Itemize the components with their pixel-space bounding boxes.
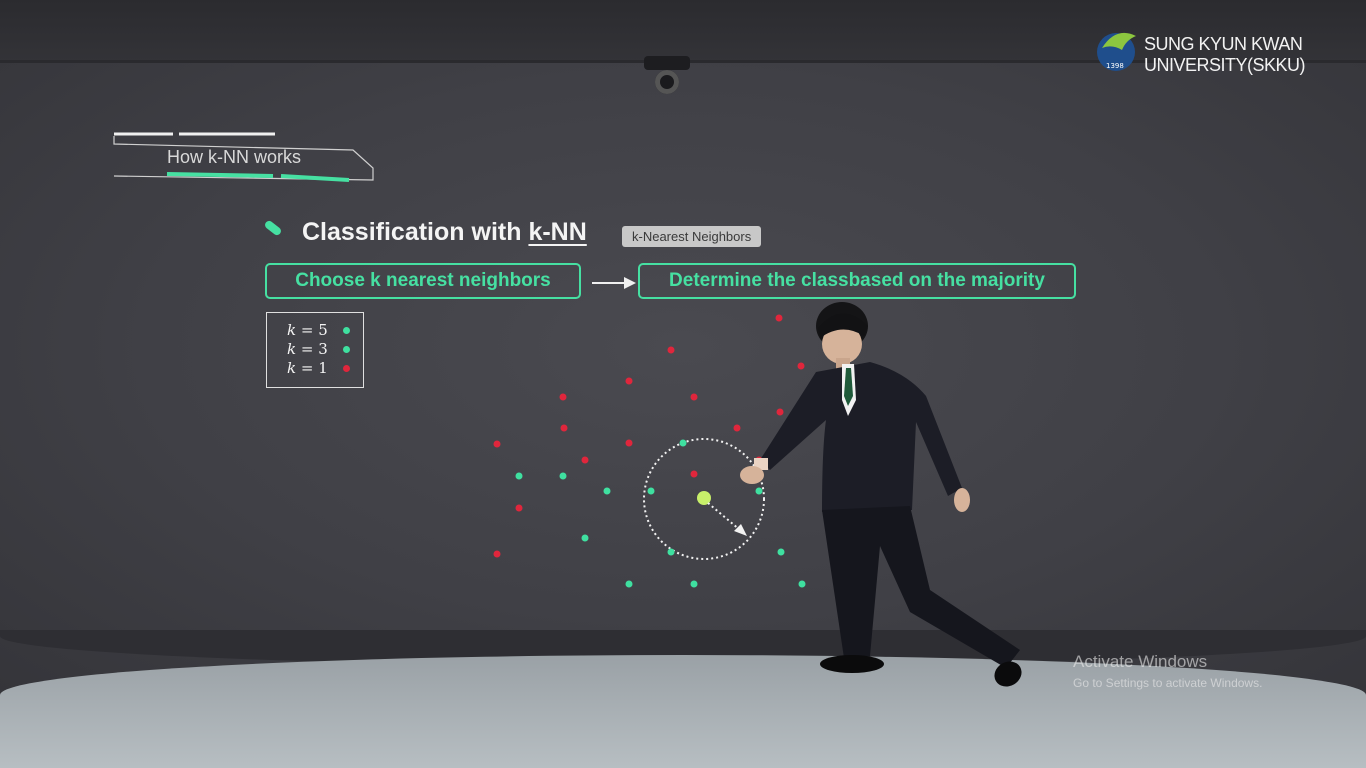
red-class-point — [667, 346, 675, 354]
heading-prefix: Classification with — [302, 218, 529, 246]
studio-floor — [0, 655, 1366, 768]
university-logo: 1398 SUNG KYUN KWAN UNIVERSITY(SKKU) — [1096, 26, 1336, 80]
red-class-point — [733, 424, 741, 432]
section-tab-label: How k-NN works — [167, 147, 302, 167]
radius-arrow-icon — [734, 524, 747, 536]
legend-class-dot — [343, 327, 350, 334]
ceiling-camera-icon — [640, 44, 694, 98]
red-class-point — [776, 408, 784, 416]
section-tab: How k-NN works — [113, 132, 375, 182]
red-class-point — [625, 377, 633, 385]
slide-heading: Classification with k-NN k-Nearest Neigh… — [263, 214, 824, 254]
red-class-point — [625, 439, 633, 447]
watermark-subtitle: Go to Settings to activate Windows. — [1073, 676, 1263, 690]
legend-variable: k — [287, 321, 297, 339]
green-class-point — [777, 548, 785, 556]
green-class-point — [667, 548, 675, 556]
section-tab-frame — [113, 132, 374, 182]
step-choose-neighbors: Choose k nearest neighbors — [265, 263, 581, 299]
legend-class-dot — [343, 365, 350, 372]
flow-arrow-icon — [592, 277, 636, 289]
green-class-point — [581, 534, 589, 542]
green-class-point — [690, 580, 698, 588]
neighborhood-circle — [643, 438, 765, 560]
heading-text: Classification with k-NN — [302, 218, 587, 247]
logo-line-2: UNIVERSITY(SKKU) — [1144, 55, 1306, 75]
green-class-point — [798, 580, 806, 588]
green-class-point — [515, 472, 523, 480]
legend-value: = 3 — [296, 340, 328, 358]
red-class-point — [515, 504, 523, 512]
red-class-point — [560, 424, 568, 432]
heading-emphasis: k-NN — [528, 218, 587, 246]
red-class-point — [690, 470, 698, 478]
led-wall — [0, 60, 1366, 693]
red-class-point — [775, 314, 783, 322]
red-class-point — [690, 393, 698, 401]
query-point — [697, 491, 711, 505]
legend-value: = 1 — [296, 359, 328, 377]
legend-row: k = 1 — [287, 358, 363, 378]
red-class-point — [559, 393, 567, 401]
red-class-point — [581, 456, 589, 464]
radius-line — [707, 502, 741, 531]
green-class-point — [559, 472, 567, 480]
legend-variable: k — [287, 340, 297, 358]
os-activation-watermark: Activate Windows Go to Settings to activ… — [1073, 652, 1262, 690]
green-class-point — [755, 487, 763, 495]
green-class-point — [603, 487, 611, 495]
legend-class-dot — [343, 346, 350, 353]
skku-emblem-icon: 1398 — [1097, 32, 1136, 71]
red-class-point — [493, 550, 501, 558]
step-determine-class: Determine the classbased on the majority — [638, 263, 1076, 299]
legend-row: k = 3 — [287, 339, 363, 359]
presenter-figure — [740, 302, 1022, 687]
legend-variable: k — [287, 359, 297, 377]
red-class-point — [493, 440, 501, 448]
red-class-point — [797, 362, 805, 370]
legend-value: = 5 — [296, 321, 328, 339]
legend-row: k = 5 — [287, 320, 363, 340]
green-class-point — [647, 487, 655, 495]
heading-badge: k-Nearest Neighbors — [622, 226, 762, 247]
emblem-year: 1398 — [1106, 62, 1124, 70]
green-class-point — [625, 580, 633, 588]
green-class-point — [679, 439, 687, 447]
logo-line-1: SUNG KYUN KWAN — [1144, 34, 1303, 54]
watermark-title: Activate Windows — [1073, 652, 1208, 671]
